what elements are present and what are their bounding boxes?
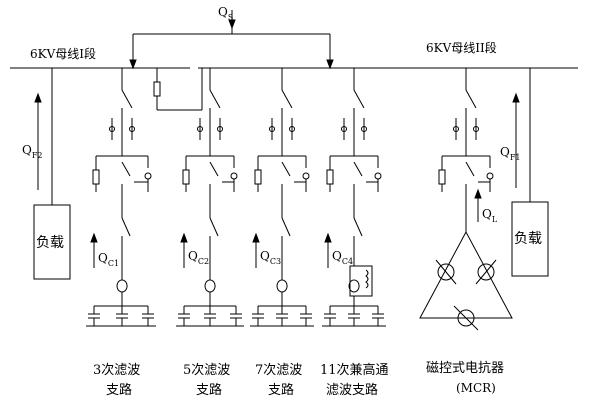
branch-3rd-line2: 支路 xyxy=(106,382,132,398)
qf1-label: QF1 xyxy=(500,145,520,162)
mcr-line1: 磁控式电抗器 xyxy=(426,361,504,376)
mcr-line2: (MCR) xyxy=(456,381,496,395)
qc3-label: QC3 xyxy=(260,249,281,266)
qc4-arrow xyxy=(324,232,332,243)
bus-left-label: 6KV母线I段 xyxy=(30,46,96,61)
load-left-label: 负载 xyxy=(36,235,64,251)
branch-7th xyxy=(250,68,314,327)
branch-3rd xyxy=(86,68,156,327)
load-right-label: 负载 xyxy=(514,231,542,247)
qc2-label: QC2 xyxy=(188,249,209,266)
qf1-arrow-head xyxy=(512,92,520,103)
branch-3rd-line1: 3次滤波 xyxy=(93,362,140,378)
left-load-box xyxy=(33,204,71,280)
bus-right-label: 6KV母线II段 xyxy=(426,40,497,55)
qc2-arrow xyxy=(180,232,188,243)
mcr-delta xyxy=(419,230,513,319)
branch-11th-line2: 滤波支路 xyxy=(326,382,378,398)
branch-11th xyxy=(322,68,386,327)
qs-arrow-right xyxy=(326,59,334,70)
bus-tie-resistor xyxy=(153,81,161,97)
qc3-arrow xyxy=(252,232,260,243)
branch-5th-line1: 5次滤波 xyxy=(183,362,230,378)
qs-arrow-left xyxy=(129,59,137,70)
branch-11th-line1: 11次兼高通 xyxy=(320,362,389,378)
branch-mcr xyxy=(419,68,513,331)
ql-label: QL xyxy=(482,207,498,224)
qf2-arrow-head xyxy=(34,92,42,103)
qs-label: QS xyxy=(218,5,233,22)
branch-5th xyxy=(176,68,244,327)
branch-7th-line2: 支路 xyxy=(268,382,294,398)
branch-7th-line1: 7次滤波 xyxy=(255,362,302,378)
qc1-arrow xyxy=(90,232,98,243)
qc1-label: QC1 xyxy=(98,251,119,268)
qs-arrow xyxy=(228,19,236,30)
right-load-box xyxy=(511,201,549,277)
branch-5th-line2: 支路 xyxy=(196,382,222,398)
ql-arrow xyxy=(474,188,482,199)
qf2-label: QF2 xyxy=(22,143,42,160)
qc4-label: QC4 xyxy=(332,249,353,266)
